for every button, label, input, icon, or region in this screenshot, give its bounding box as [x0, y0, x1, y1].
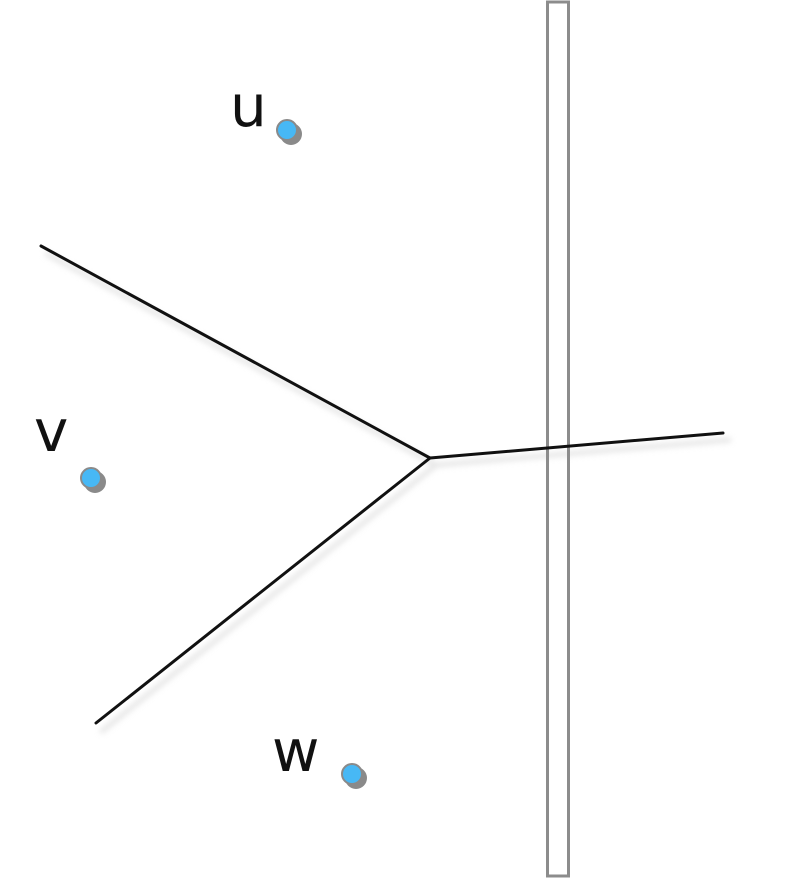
point-u-dot — [276, 119, 298, 141]
point-u: u — [230, 72, 302, 145]
edge-upper — [39, 244, 432, 460]
point-v: v — [34, 397, 106, 493]
vertical-strip — [546, 0, 570, 878]
edge-shadow-right — [433, 437, 732, 468]
point-w: w — [272, 717, 367, 789]
point-v-dot — [80, 467, 102, 489]
point-w-dot — [341, 763, 363, 785]
edges — [39, 244, 725, 725]
edge-shadows — [44, 251, 732, 734]
edge-right — [428, 431, 725, 460]
point-u-label: u — [230, 72, 267, 140]
edge-shadow-lower — [99, 462, 439, 734]
edge-lower — [94, 456, 432, 725]
point-w-label: w — [272, 717, 319, 785]
edge-shadow-upper — [44, 251, 439, 468]
point-v-label: v — [34, 397, 68, 465]
